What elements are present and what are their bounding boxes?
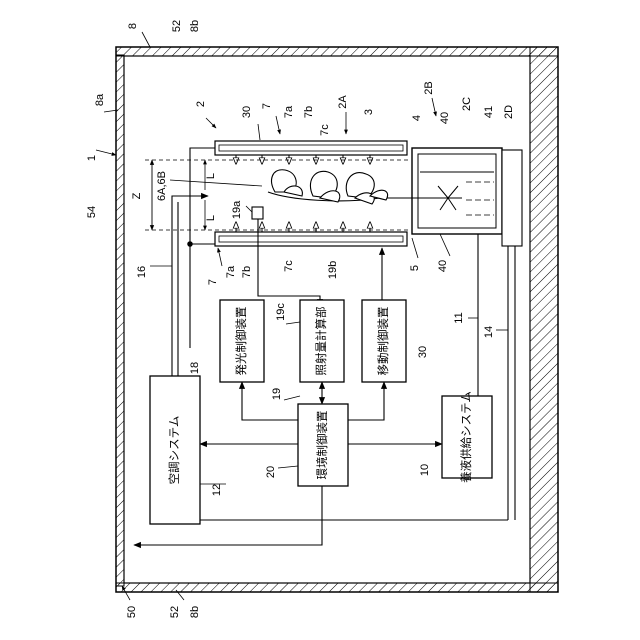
ref-7b-top: 7b (303, 106, 315, 118)
ref-2A: 2A (337, 95, 349, 109)
air-conditioning-label: 空調システム (167, 416, 181, 485)
ref-2D: 2D (503, 105, 515, 119)
ref-16: 16 (136, 266, 148, 278)
ref-11: 11 (453, 312, 465, 323)
movement-control-label: 移動制御装置 (376, 307, 390, 376)
nutrient-tank (408, 148, 522, 246)
ref-2B: 2B (423, 81, 435, 94)
ref-41: 41 (483, 106, 495, 118)
ref-5: 5 (409, 265, 421, 271)
ref-19a: 19a (231, 200, 243, 219)
irradiation-calc-label: 照射量計算部 (314, 307, 328, 376)
ref-52-top: 52 (171, 20, 183, 32)
ref-50: 50 (126, 606, 138, 618)
ref-7c-top: 7c (319, 124, 331, 136)
ref-6A6B: 6A,6B (156, 171, 168, 201)
ref-2: 2 (195, 101, 207, 107)
ref-8b-bottom: 8b (189, 606, 201, 618)
ref-Z: Z (131, 192, 143, 199)
ref-7-top: 7 (261, 103, 273, 109)
ref-L-bottom: L (205, 215, 217, 221)
light-sensor (252, 207, 263, 219)
nutrient-supply-label: 養液供給システム (459, 391, 473, 483)
ref-19: 19 (271, 388, 283, 400)
ref-19c: 19c (275, 303, 287, 321)
ref-52-bottom: 52 (169, 606, 181, 618)
ref-19b: 19b (327, 261, 339, 279)
ref-L-top: L (205, 173, 217, 179)
ref-40-top: 40 (439, 112, 451, 124)
ref-7-bottom: 7 (207, 279, 219, 285)
ref-7a-top: 7a (283, 105, 295, 118)
light-control-label: 発光制御装置 (234, 307, 248, 376)
ref-18: 18 (189, 362, 201, 374)
ref-10: 10 (419, 464, 431, 476)
ref-8-top: 8 (127, 23, 139, 29)
ref-12: 12 (211, 484, 223, 496)
ref-7a-bottom: 7a (225, 265, 237, 278)
ref-4: 4 (411, 115, 423, 121)
ref-1: 1 (86, 155, 98, 161)
ref-54: 54 (86, 206, 98, 218)
ref-30-bottom: 30 (417, 346, 429, 358)
ref-7b-bottom: 7b (241, 266, 253, 278)
ref-40-bottom: 40 (437, 260, 449, 272)
environment-control-label: 環境制御装置 (315, 411, 329, 480)
ref-7c-bottom: 7c (283, 260, 295, 272)
ref-2C: 2C (461, 97, 473, 111)
ref-8b-top: 8b (189, 20, 201, 32)
ref-8a: 8a (94, 93, 106, 106)
ref-20: 20 (265, 466, 277, 478)
ref-30-top: 30 (241, 106, 253, 118)
ref-14: 14 (483, 326, 495, 338)
ref-3: 3 (363, 109, 375, 115)
